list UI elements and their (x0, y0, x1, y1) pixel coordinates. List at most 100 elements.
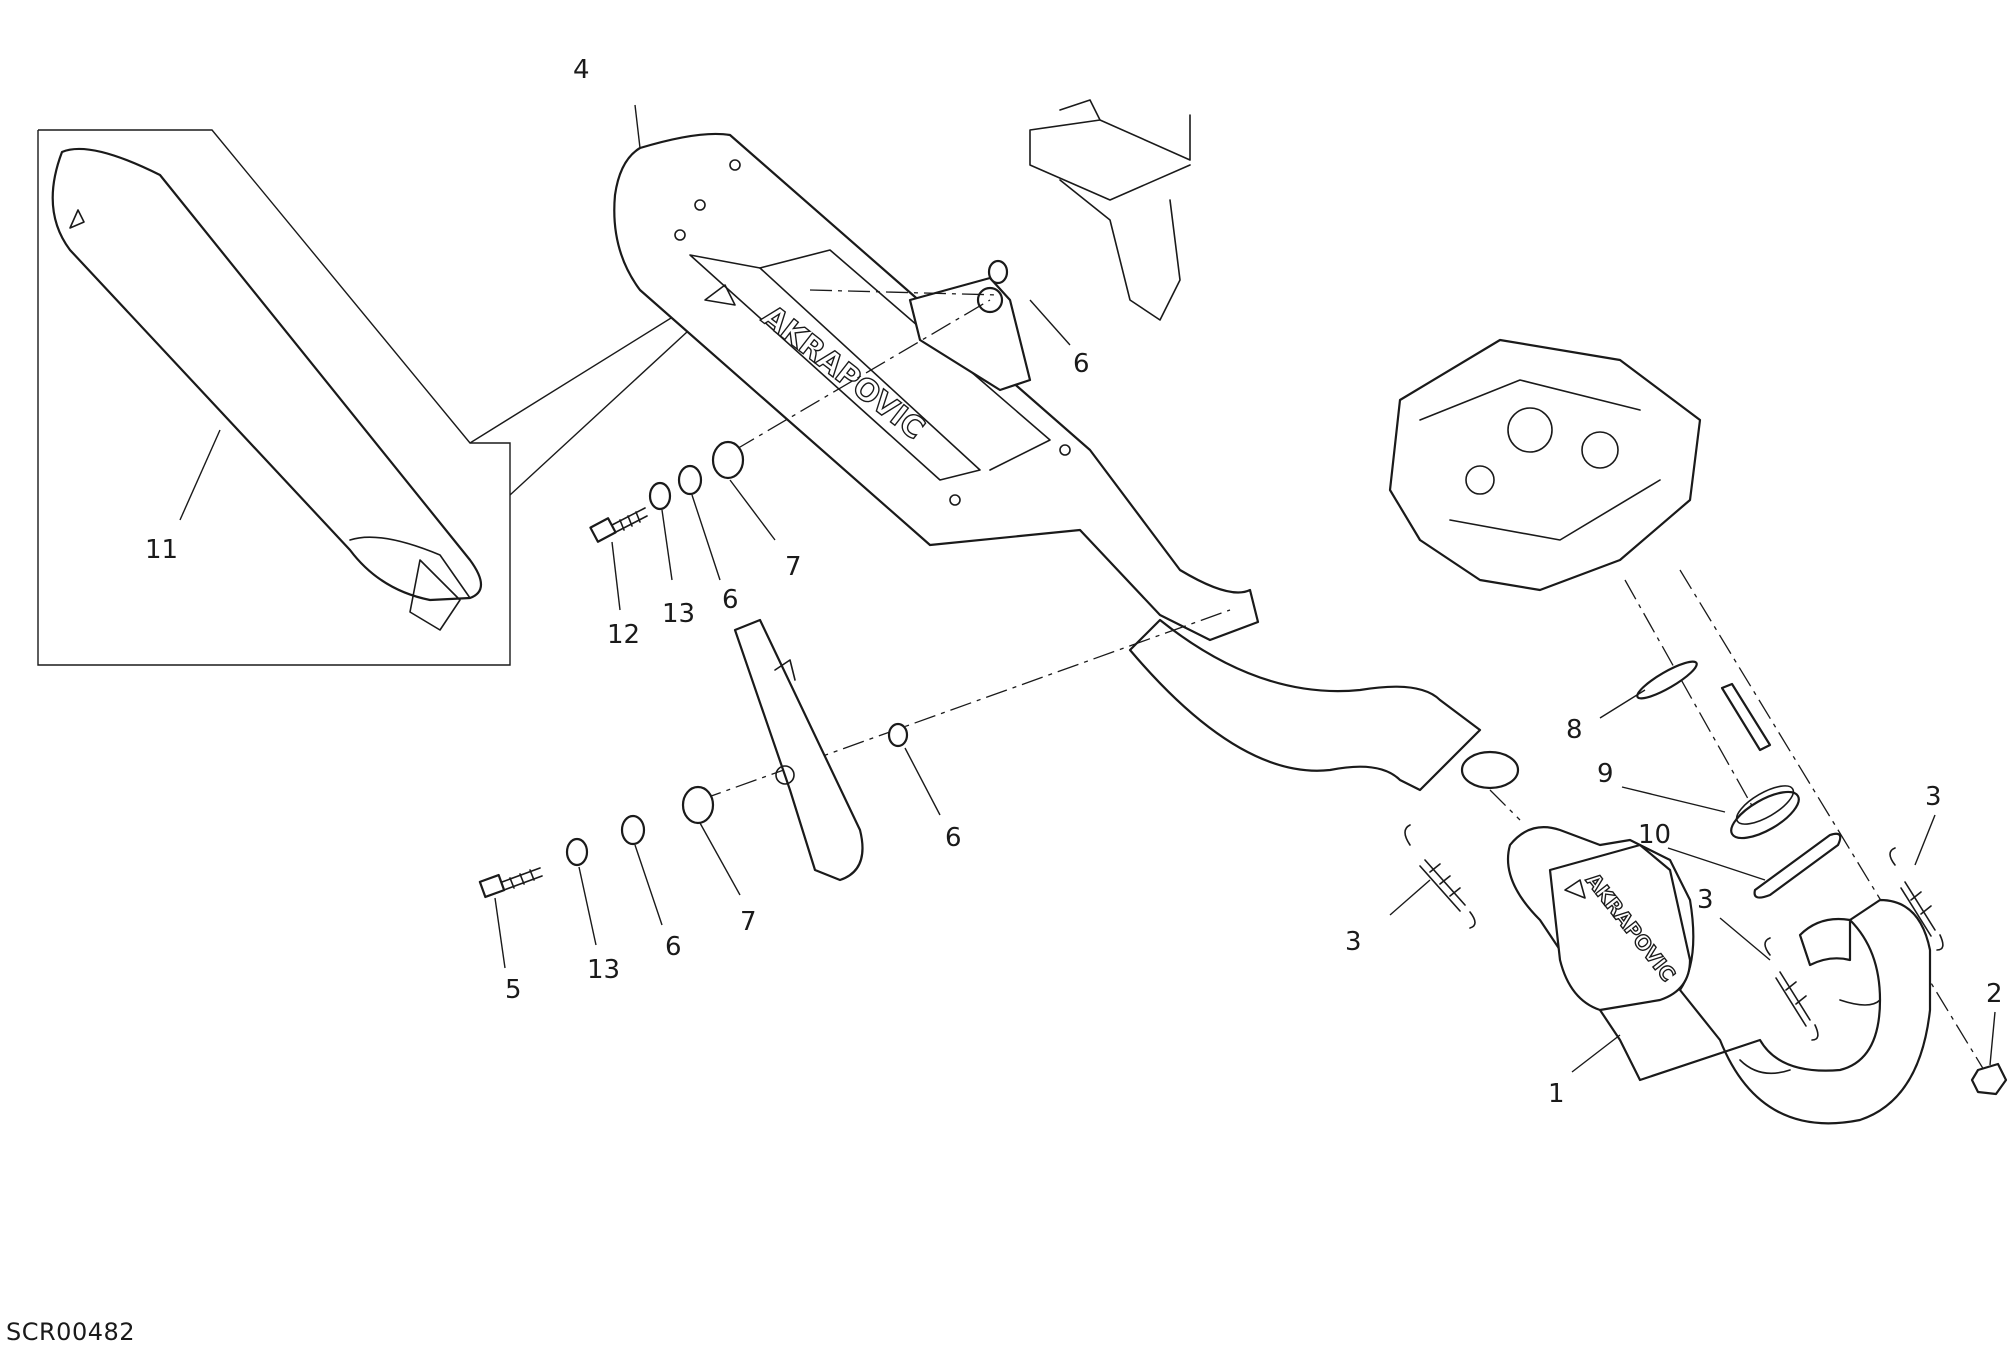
stud-icon (1720, 682, 1772, 752)
leader-13-lower (578, 866, 597, 946)
frame-rails (1029, 99, 1191, 201)
leader-4 (634, 104, 641, 149)
spring-left-icon (1404, 824, 1476, 929)
axis-upper-fastener (734, 299, 991, 451)
leader-7-lower (699, 822, 741, 896)
header-flange (1798, 917, 1852, 967)
muffler-side-panel (689, 254, 981, 481)
callout-2: 2 (1986, 979, 2003, 1009)
callout-9: 9 (1597, 759, 1614, 789)
callout-6-lower: 6 (665, 932, 682, 962)
cylinder-fins (1419, 379, 1661, 541)
leader-10 (1667, 847, 1766, 881)
hanger-hole (775, 765, 795, 785)
callout-6-mid: 6 (945, 823, 962, 853)
leader-6-mid (904, 747, 941, 816)
screw-5-icon (478, 867, 543, 899)
spring-center-icon (1764, 937, 1819, 1041)
leader-6-lower (634, 844, 663, 926)
callout-6-upper: 6 (722, 585, 739, 615)
muffler-tip-inset (37, 129, 701, 666)
muffler-logo-mark (704, 284, 736, 306)
leader-7-upper (729, 479, 776, 541)
washer-6-top-icon (987, 259, 1009, 285)
leader-9 (1621, 786, 1726, 813)
inset-leader-bottom (509, 319, 701, 496)
leader-3-left (1389, 879, 1431, 916)
callout-3-left: 3 (1345, 927, 1362, 957)
callout-13-upper: 13 (662, 599, 695, 629)
callout-3-right: 3 (1925, 782, 1942, 812)
muffler-assembly: AKRAPOVIC (613, 104, 1520, 792)
lower-fastener-stack (478, 722, 909, 899)
muffler-tip-logo (69, 209, 85, 229)
muffler-link-outlet (1460, 750, 1520, 790)
axis-link-pipe (1489, 789, 1521, 821)
cylinder-port-1 (1507, 407, 1553, 453)
gasket-8-icon (1636, 660, 1698, 700)
cylinder-port-3 (1465, 465, 1495, 495)
washer-6-lower-icon (620, 814, 646, 846)
callout-6-top: 6 (1073, 349, 1090, 379)
callout-4: 4 (573, 55, 590, 85)
hanger-bracket-body (733, 618, 864, 882)
hanger-bracket (733, 618, 864, 882)
callout-7-upper: 7 (785, 552, 802, 582)
leader-13-upper (661, 509, 673, 581)
leader-lines (494, 299, 1996, 1073)
leader-6-top (1029, 299, 1071, 346)
callout-10: 10 (1638, 820, 1671, 850)
muffler-rivet-4 (1059, 444, 1071, 456)
screw-12-icon (589, 507, 648, 543)
callout-7-lower: 7 (740, 907, 757, 937)
leader-3-right (1914, 814, 1936, 866)
diagram-code: SCR00482 (6, 1318, 136, 1346)
frame-fragment (1029, 99, 1191, 321)
leader-5 (494, 897, 506, 969)
leader-2 (1989, 1011, 1996, 1066)
axis-upper-bracket (809, 289, 1001, 296)
muffler-body (613, 132, 1260, 642)
leader-1 (1571, 1034, 1621, 1073)
hanger-tab (774, 659, 796, 681)
frame-brace (1059, 179, 1181, 321)
leader-12 (611, 541, 621, 611)
header-logo-mark (1564, 879, 1586, 899)
flange-10-icon (1753, 832, 1842, 899)
header-weld-lines (1739, 999, 1881, 1075)
sleeve-9-icon (1730, 785, 1800, 840)
nut-2-icon (1970, 1062, 2008, 1096)
leader-6-upper (691, 494, 721, 581)
muffler-tip-outlet (409, 559, 461, 631)
washer-13-upper-icon (648, 481, 672, 511)
callout-3-center: 3 (1697, 885, 1714, 915)
muffler-link-pipe (1128, 618, 1482, 792)
axis-port-left (1624, 579, 1761, 821)
muffler-rivet-3 (674, 229, 686, 241)
header-pipe: AKRAPOVIC (1506, 826, 1932, 1125)
callout-1: 1 (1548, 1079, 1565, 1109)
muffler-rivet-5 (949, 494, 961, 506)
muffler-rivet-2 (694, 199, 706, 211)
muffler-tip-body (51, 147, 483, 602)
inset-leader-top (469, 299, 701, 444)
callout-11: 11 (145, 535, 178, 565)
callout-labels: 4 11 6 7 6 13 12 6 7 6 13 5 3 8 9 10 3 3… (145, 55, 2003, 1109)
cylinder-head (1388, 338, 1702, 592)
callout-5: 5 (505, 975, 522, 1005)
cylinder-head-body (1388, 338, 1702, 592)
muffler-rivet-1 (729, 159, 741, 171)
callout-8: 8 (1566, 715, 1583, 745)
washer-6-mid-icon (887, 722, 909, 748)
upper-fastener-stack (589, 259, 1009, 543)
spring-right-icon (1889, 847, 1944, 951)
muffler-tip-edge (349, 536, 471, 599)
axis-port-right (1679, 569, 1991, 1081)
inset-frame (37, 129, 511, 666)
leader-11 (179, 429, 221, 521)
header-heat-shield (1548, 843, 1692, 1012)
callout-12: 12 (607, 620, 640, 650)
washer-13-lower-icon (565, 837, 589, 867)
leader-3-center (1719, 917, 1771, 961)
